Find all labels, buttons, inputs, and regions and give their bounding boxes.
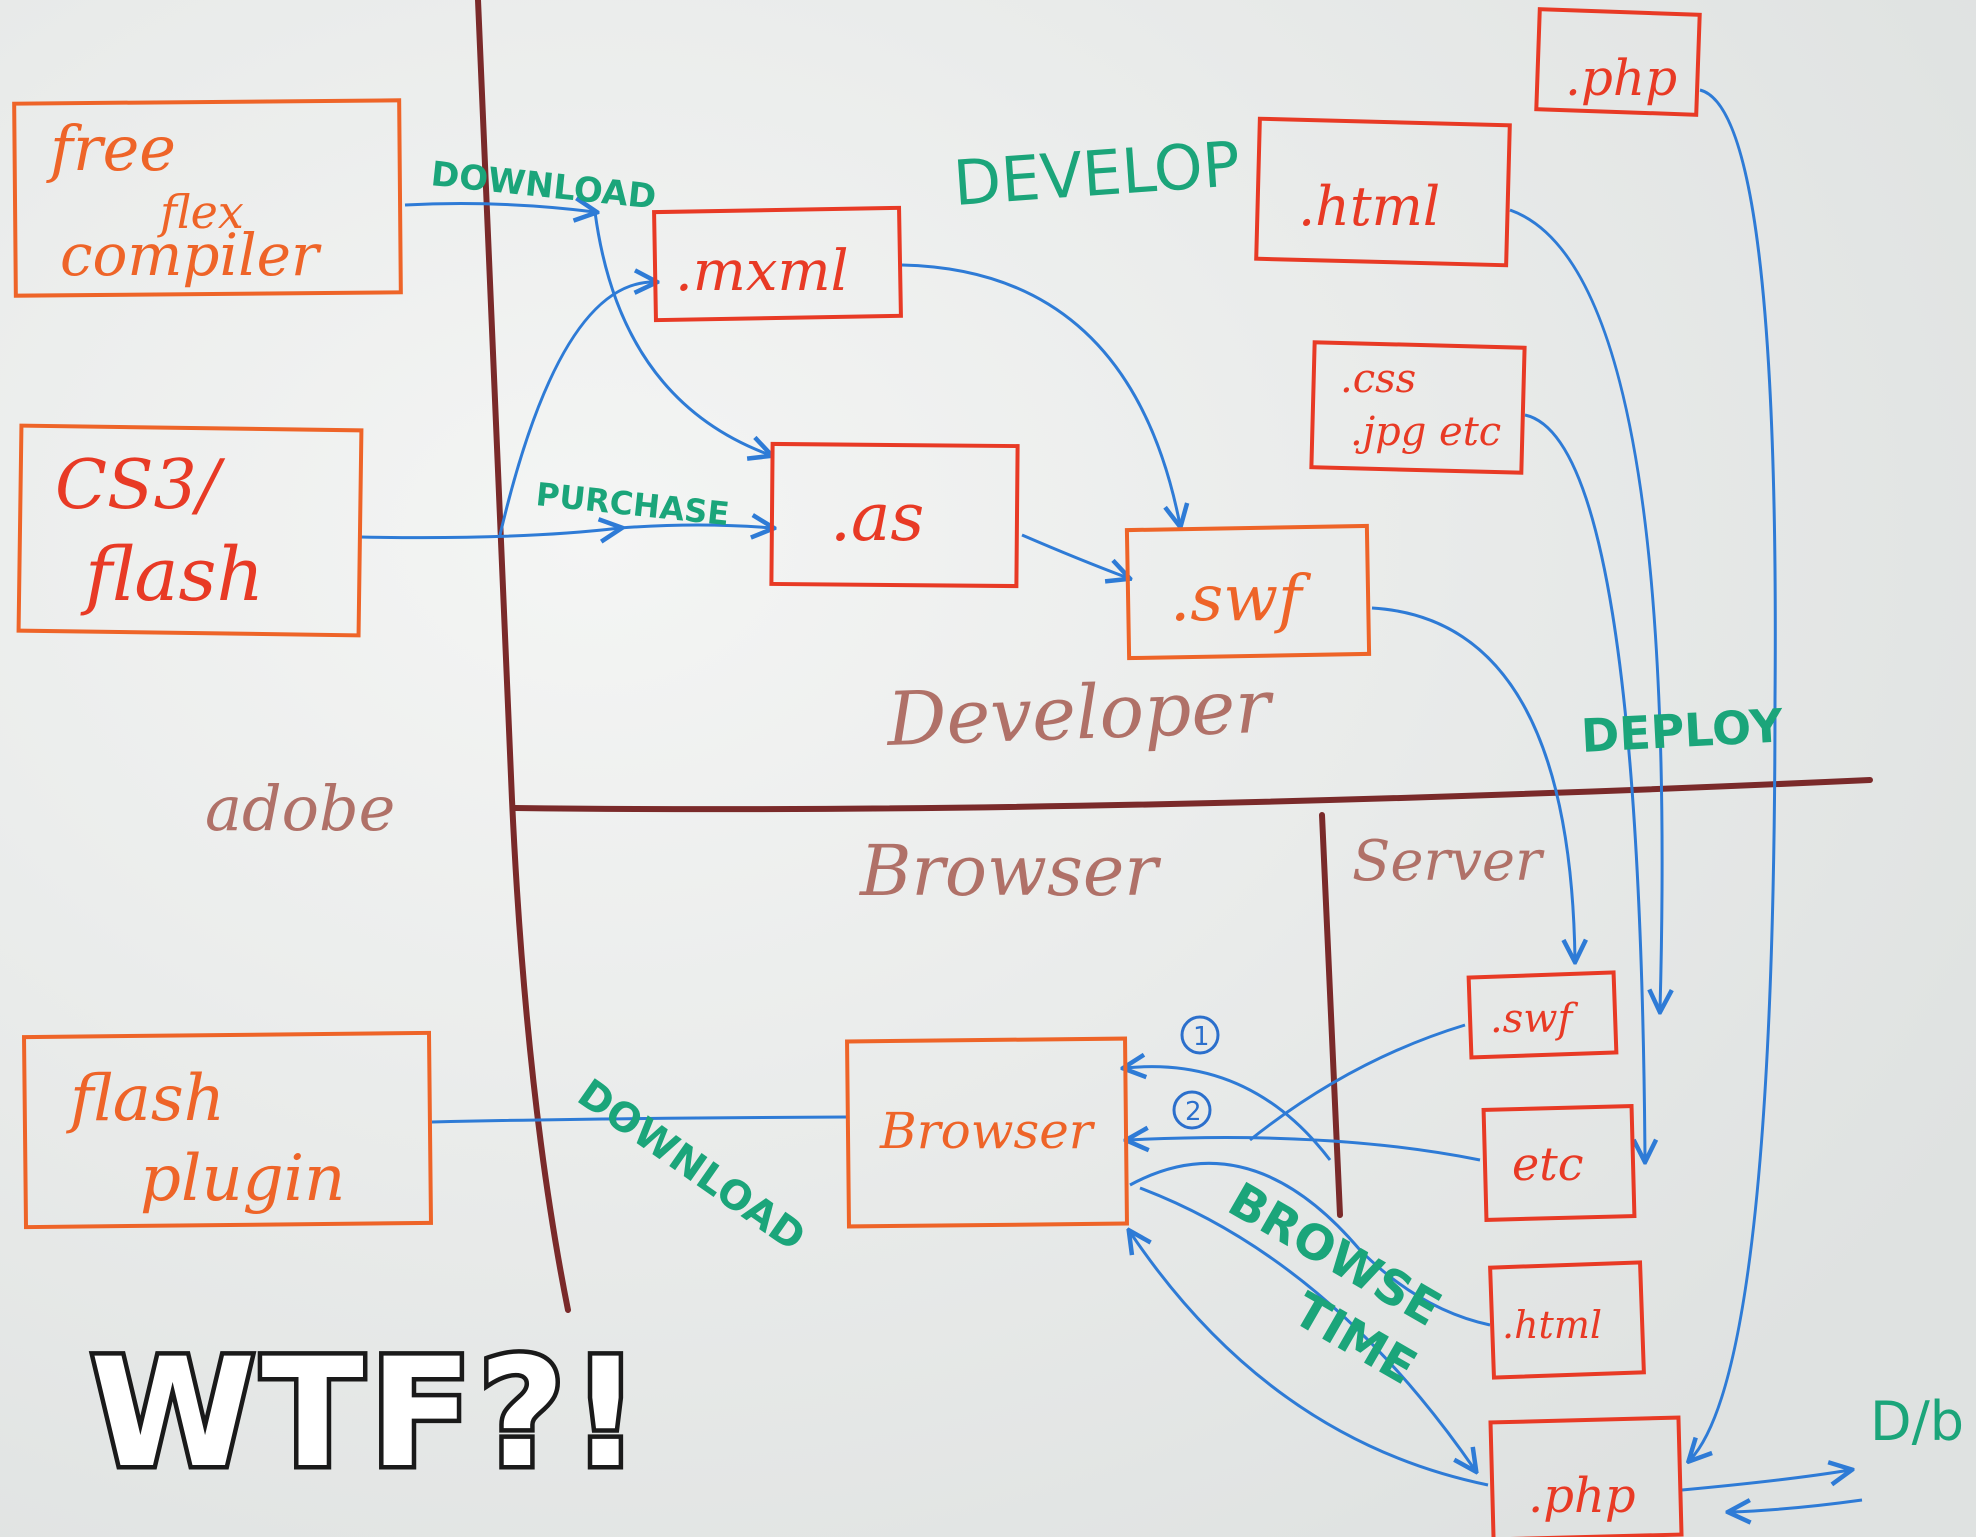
box-as-label: .as (830, 479, 924, 556)
box-flash-plugin-line2: plugin (140, 1142, 345, 1216)
arrow-db-to-php (1730, 1500, 1863, 1512)
vertical-divider-adobe (475, 0, 571, 1313)
arrow-swf-deploy (1371, 606, 1575, 960)
arrow-mxml-to-swf (901, 263, 1180, 525)
box-free-flex-line1: free (46, 112, 176, 185)
box-cs3-line2: flash (80, 532, 264, 618)
region-dividers (475, 0, 1873, 1313)
arrow-browser-to-php (1139, 1186, 1475, 1470)
label-db: D/b (1870, 1390, 1964, 1453)
box-mxml: .mxml (652, 205, 903, 323)
box-etc-server: etc (1481, 1104, 1637, 1222)
box-swf-label: .swf (1170, 562, 1312, 636)
step-1-label: 1 (1193, 1022, 1210, 1052)
box-free-flex-line3: compiler (60, 221, 322, 289)
region-browser: Browser (858, 830, 1161, 912)
box-css-jpg: .css .jpg etc (1309, 340, 1527, 475)
box-flash-plugin: flash plugin (21, 1030, 434, 1230)
arrow-php-deploy (1690, 88, 1777, 1460)
box-free-flex-line2: flex (157, 185, 244, 239)
box-swf: .swf (1124, 523, 1372, 661)
box-swf-server: .swf (1466, 970, 1619, 1060)
box-html-server-label: .html (1502, 1303, 1602, 1347)
step-marker-2: 2 (1172, 1090, 1212, 1130)
box-php-server: .php (1488, 1415, 1684, 1537)
arrow-as-to-swf (1021, 533, 1128, 578)
arrow-html-return (1129, 1161, 1491, 1327)
box-as: .as (769, 441, 1020, 589)
step-marker-1: 1 (1180, 1015, 1220, 1055)
arrow-step-2 (1128, 1138, 1481, 1162)
arrow-swf-return (1249, 1023, 1466, 1142)
box-css-line2: .jpg etc (1350, 409, 1501, 455)
horizontal-divider-developer (512, 777, 1873, 813)
arrow-to-as (619, 525, 772, 528)
flow-arrows (359, 88, 1863, 1512)
box-free-flex-compiler: free flex compiler (12, 98, 403, 298)
arrow-css-deploy (1524, 413, 1645, 1160)
region-adobe: adobe (205, 772, 395, 845)
box-php-top: .php (1534, 7, 1702, 117)
box-html-server: .html (1488, 1260, 1646, 1380)
box-browser: Browser (845, 1036, 1129, 1229)
box-css-line1: .css (1340, 356, 1416, 402)
arrow-flex-download (404, 204, 595, 212)
label-deploy: DEPLOY (1580, 698, 1785, 763)
step-2-label: 2 (1185, 1097, 1202, 1127)
arrow-flash-to-mxml (498, 282, 655, 536)
box-flash-plugin-line1: flash (66, 1062, 225, 1136)
arrow-php-to-db (1681, 1470, 1850, 1492)
wtf-caption: WTF?! (90, 1327, 646, 1501)
region-server: Server (1352, 829, 1545, 894)
vertical-divider-server (1319, 812, 1343, 1218)
arrow-plugin-download (431, 1115, 849, 1124)
arrow-html-deploy (1509, 208, 1662, 1010)
box-php-top-label: .php (1565, 49, 1677, 107)
box-cs3-flash: CS3/ flash (16, 423, 364, 638)
box-php-server-label: .php (1528, 1468, 1636, 1524)
box-browser-label: Browser (879, 1102, 1096, 1160)
box-mxml-label: .mxml (675, 239, 849, 304)
box-cs3-line1: CS3/ (55, 446, 226, 525)
box-html-top: .html (1254, 116, 1512, 268)
arrow-flash-purchase (359, 528, 620, 538)
box-etc-server-label: etc (1512, 1137, 1583, 1191)
arrow-flex-to-as (593, 211, 770, 455)
box-swf-server-label: .swf (1490, 996, 1578, 1042)
arrow-php-to-browser (1130, 1232, 1489, 1487)
region-developer: Developer (884, 663, 1277, 763)
box-html-top-label: .html (1298, 175, 1440, 238)
arrow-step-1 (1125, 1067, 1332, 1161)
